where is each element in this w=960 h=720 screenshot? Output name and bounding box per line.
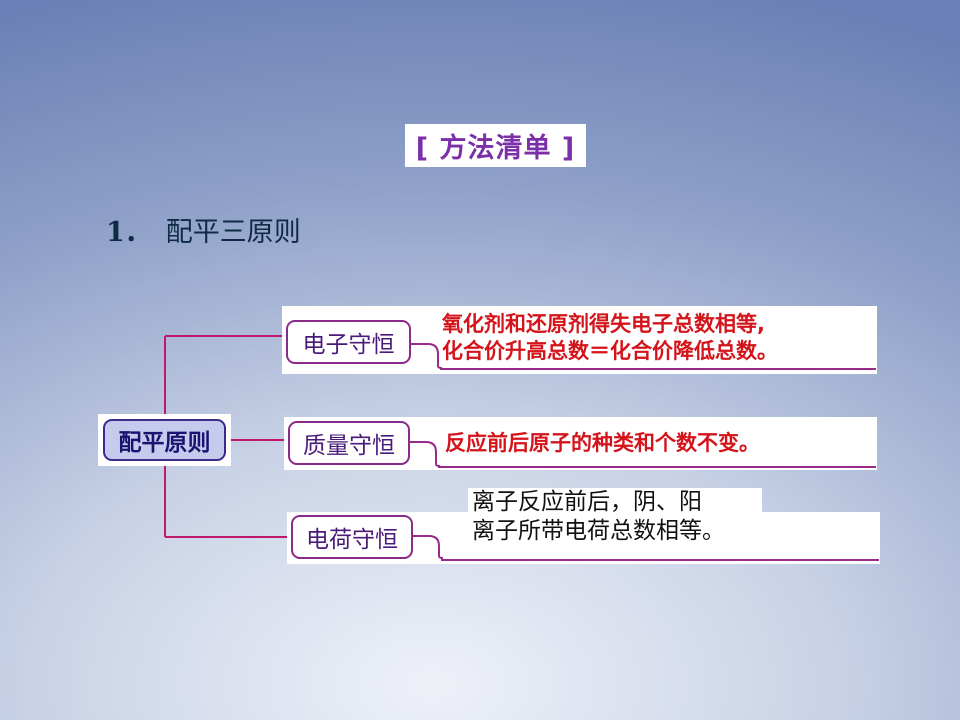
section-heading: 1． 配平三原则 xyxy=(106,210,301,249)
desc-mass-conservation: 反应前后原子的种类和个数不变。 xyxy=(445,430,760,457)
method-list-banner: [ 方法清单 ] xyxy=(405,124,586,167)
brace-icon-2 xyxy=(408,441,441,467)
desc-electron-conservation: 氧化剂和还原剂得失电子总数相等, 化合价升高总数＝化合价降低总数。 xyxy=(442,311,778,365)
desc-line: 反应前后原子的种类和个数不变。 xyxy=(445,431,760,455)
underline-2 xyxy=(438,466,876,468)
node-charge-conservation: 电荷守恒 xyxy=(291,515,413,559)
banner-title: [ 方法清单 ] xyxy=(415,133,576,164)
underline-1 xyxy=(440,368,876,370)
desc-line: 离子所带电荷总数相等。 xyxy=(472,518,725,544)
heading-text: 配平三原则 xyxy=(165,217,301,248)
brace-icon-3 xyxy=(411,535,444,559)
desc-line: 氧化剂和还原剂得失电子总数相等, xyxy=(442,312,765,336)
underline-3 xyxy=(441,559,879,561)
node-mass-conservation: 质量守恒 xyxy=(288,421,410,465)
desc-line: 离子反应前后，阴、阳 xyxy=(472,489,702,515)
root-label: 配平原则 xyxy=(103,419,226,461)
desc-charge-conservation: 离子反应前后，阴、阳 离子所带电荷总数相等。 xyxy=(472,488,725,546)
heading-number: 1． xyxy=(106,217,152,248)
node-electron-conservation: 电子守恒 xyxy=(286,320,411,364)
root-node: 配平原则 xyxy=(98,414,231,466)
desc-line: 化合价升高总数＝化合价降低总数。 xyxy=(442,339,778,363)
brace-icon-1 xyxy=(410,343,443,369)
